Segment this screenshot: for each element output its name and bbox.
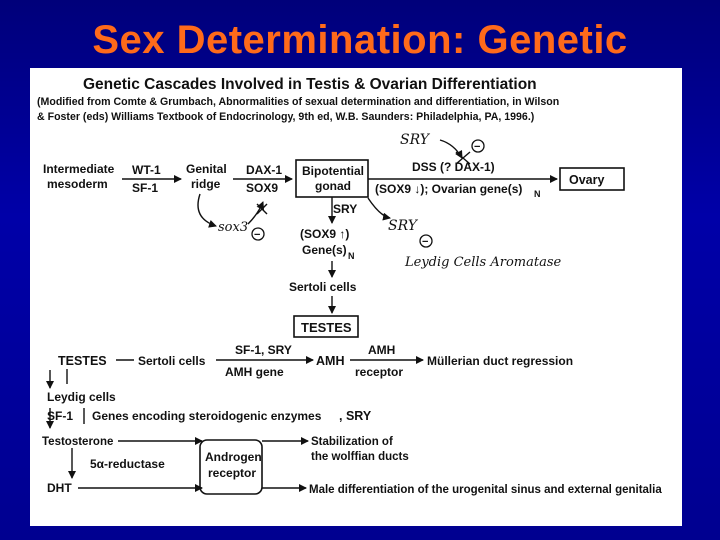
amh-label: AMH xyxy=(316,354,344,368)
minus-sign-top: − xyxy=(474,141,480,153)
genes-subscript: N xyxy=(348,251,355,261)
sox9-label-top: SOX9 xyxy=(246,181,278,195)
testes-box-label: TESTES xyxy=(301,320,352,335)
androgen-receptor-box xyxy=(199,439,263,495)
sry-suffix-label: , SRY xyxy=(339,409,372,423)
steroid-genes-label: Genes encoding steroidogenic enzymes xyxy=(92,409,322,423)
sertoli-cells-label-2: Sertoli cells xyxy=(138,354,206,368)
bipotential-label: Bipotential xyxy=(302,164,364,178)
handwritten-sox3: sox3 xyxy=(218,220,248,235)
diagram-panel: Genetic Cascades Involved in Testis & Ov… xyxy=(30,68,682,526)
androgen-label: Androgen xyxy=(205,450,262,464)
genetic-cascade-diagram: Genetic Cascades Involved in Testis & Ov… xyxy=(37,76,662,496)
testes-left-label: TESTES xyxy=(58,354,107,368)
intermediate-mesoderm-label: Intermediate xyxy=(43,162,115,176)
minus-sign-sox3: − xyxy=(254,229,260,241)
ovary-box xyxy=(559,167,625,191)
leydig-cells-label: Leydig cells xyxy=(47,390,116,404)
reductase-label: 5α-reductase xyxy=(90,457,165,471)
amh-gene-label: AMH gene xyxy=(225,365,284,379)
intermediate-mesoderm-label-2: mesoderm xyxy=(47,177,108,191)
wolffian-label: Stabilization of xyxy=(311,436,393,448)
arrow-ridge-sox3 xyxy=(197,193,217,228)
slide-title: Sex Determination: Genetic xyxy=(92,18,628,62)
sf1-label-top: SF-1 xyxy=(132,181,158,195)
minus-circle-sox3 xyxy=(251,227,265,241)
sox3-x-mark-2 xyxy=(256,203,268,215)
male-differentiation-label: Male differentiation of the urogenital s… xyxy=(309,484,662,496)
receptor-label: receptor xyxy=(208,466,256,480)
sry-label: SRY xyxy=(333,202,357,216)
arrow-sox3-sox9 xyxy=(247,201,264,225)
sf1-label-bottom: SF-1 xyxy=(47,409,73,423)
dss-label: DSS (? DAX-1) xyxy=(412,160,495,174)
minus-circle-mid xyxy=(419,234,433,248)
mullerian-regression-label: Müllerian duct regression xyxy=(427,354,573,368)
handwritten-leydig-aromatase: Leydig Cells Aromatase xyxy=(404,255,562,270)
ovary-label: Ovary xyxy=(569,173,604,187)
arrow-gonad-sry-hw xyxy=(367,197,391,221)
handwritten-inhibit-arrow xyxy=(439,139,463,159)
gonad-label: gonad xyxy=(315,179,351,193)
genes-label: Gene(s) xyxy=(302,243,347,257)
handwritten-sry-top: SRY xyxy=(400,132,431,148)
citation-line-2: & Foster (eds) Williams Textbook of Endo… xyxy=(37,111,534,123)
amh-receptor-label-2: receptor xyxy=(355,365,403,379)
figure-heading: Genetic Cascades Involved in Testis & Ov… xyxy=(83,76,537,93)
minus-sign-mid: − xyxy=(422,236,428,248)
genital-ridge-label-2: ridge xyxy=(191,177,221,191)
sox9-up-label: (SOX9 ↑) xyxy=(300,227,349,241)
inhibit-x-mark-2 xyxy=(455,151,471,165)
wt1-label: WT-1 xyxy=(132,163,161,177)
minus-circle-top xyxy=(471,139,485,153)
citation-line-1: (Modified from Comte & Grumbach, Abnorma… xyxy=(37,96,559,108)
testosterone-label: Testosterone xyxy=(42,436,113,448)
dax1-label: DAX-1 xyxy=(246,163,282,177)
dht-label: DHT xyxy=(47,481,72,495)
amh-receptor-label: AMH xyxy=(368,343,395,357)
testes-box xyxy=(293,315,359,338)
genital-ridge-label: Genital xyxy=(186,162,227,176)
handwritten-sry-mid: SRY xyxy=(388,218,419,234)
sox9-ovarian-label: (SOX9 ↓); Ovarian gene(s) xyxy=(375,182,522,196)
wolffian-label-2: the wolffian ducts xyxy=(311,451,409,463)
ovarian-subscript: N xyxy=(534,189,541,199)
sf1-sry-label: SF-1, SRY xyxy=(235,343,292,357)
sertoli-cells-label: Sertoli cells xyxy=(289,280,357,294)
